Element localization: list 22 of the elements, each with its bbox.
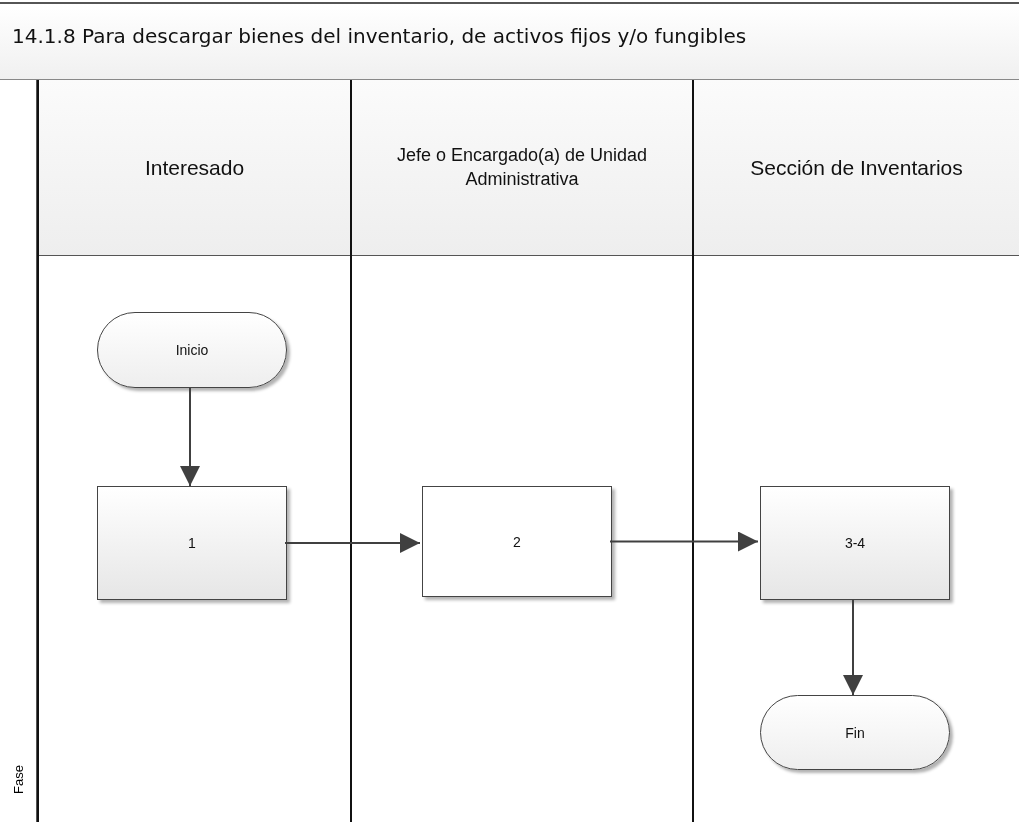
- arrow: [180, 387, 200, 487]
- diagram-title: 14.1.8 Para descargar bienes del inventario, de activos fijos y/o fungibles: [12, 24, 747, 48]
- step-label: 2: [513, 533, 521, 550]
- lane-title: Sección de Inventarios: [749, 154, 964, 181]
- lane-title: Interesado: [143, 154, 246, 181]
- step-label: 3-4: [844, 535, 866, 551]
- step-label: 1: [188, 535, 196, 551]
- step-label: Inicio: [175, 342, 209, 358]
- arrow: [609, 531, 759, 552]
- arrow: [843, 599, 863, 696]
- swimlane: [692, 80, 1019, 822]
- phase-label: Fase: [10, 765, 26, 794]
- swimlane: [350, 80, 692, 822]
- process-box: [422, 486, 612, 597]
- terminator-shape: [97, 312, 287, 388]
- lane-title: Jefe o Encargado(a) de Unidad Administrativa: [395, 144, 649, 191]
- step-label: Fin: [845, 724, 865, 741]
- process-box: [97, 486, 287, 600]
- terminator-shape: [760, 695, 950, 770]
- process-box: [760, 486, 950, 600]
- swimlane: [37, 80, 350, 822]
- arrow: [284, 533, 421, 553]
